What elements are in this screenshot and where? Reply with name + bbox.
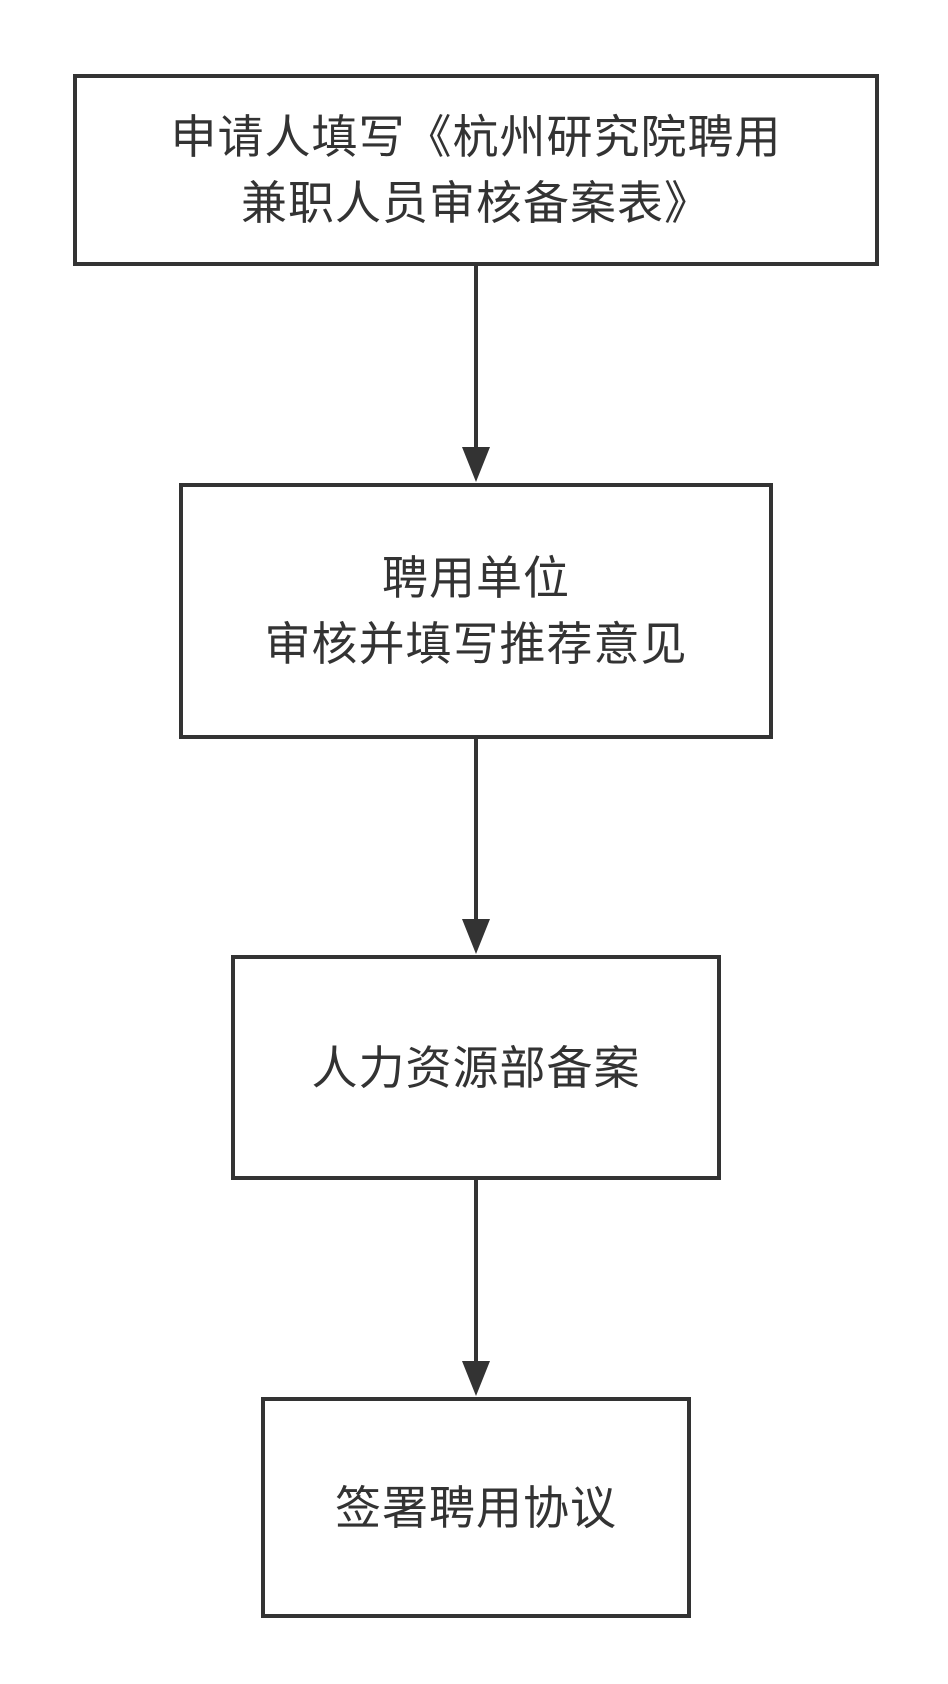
arrow-step3-to-step4 [462, 1180, 490, 1396]
step-hr-filing: 人力资源部备案 [231, 955, 721, 1180]
step-label-line: 兼职人员审核备案表》 [241, 176, 711, 230]
step-submit-form: 申请人填写《杭州研究院聘用 兼职人员审核备案表》 [73, 74, 879, 266]
arrow-head [462, 447, 490, 482]
arrow-head [462, 919, 490, 954]
arrow-step2-to-step3 [462, 739, 490, 954]
arrow-step1-to-step2 [462, 266, 490, 482]
step-unit-review: 聘用单位 审核并填写推荐意见 [179, 483, 773, 739]
arrow-head [462, 1361, 490, 1396]
step-label-line: 申请人填写《杭州研究院聘用 [170, 110, 782, 164]
step-label-line: 人力资源部备案 [311, 1040, 641, 1095]
step-label-line: 审核并填写推荐意见 [264, 617, 688, 671]
step-label-line: 聘用单位 [382, 551, 570, 605]
step-sign-agreement: 签署聘用协议 [261, 1397, 691, 1618]
step-label-line: 签署聘用协议 [335, 1480, 617, 1535]
